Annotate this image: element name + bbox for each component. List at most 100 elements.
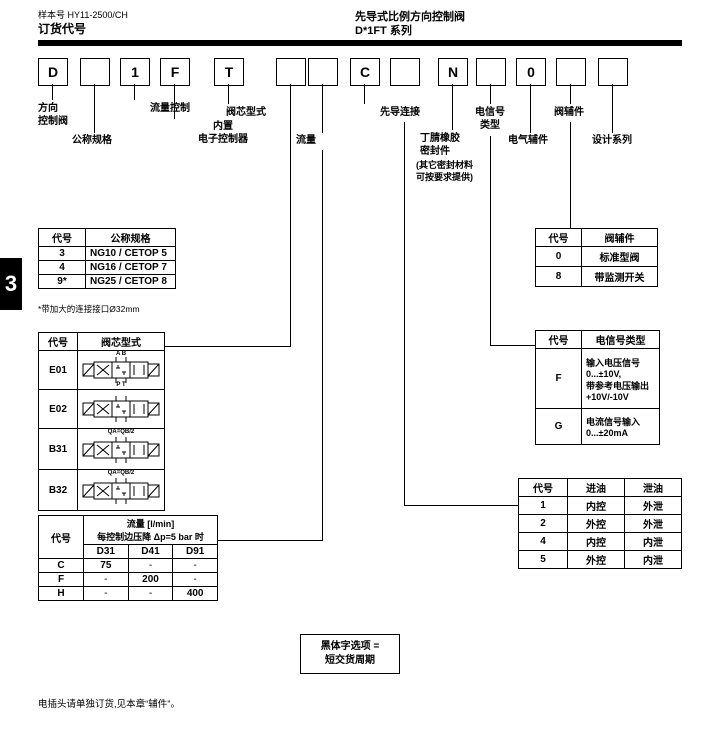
code-box-13 <box>556 58 586 86</box>
column-header: 代号 <box>38 332 78 351</box>
spool-symbol <box>82 395 160 423</box>
column-header: 电信号类型 <box>581 330 660 349</box>
pilot-connection-table: 代号 进油 泄油 1 内控 外泄 2 外控 外泄 4 内控 内泄 5 外控 内泄 <box>518 478 682 569</box>
footer-note: 电插头请单独订货,见本章“辅件”。 <box>38 699 180 710</box>
code-box-5: T <box>214 58 244 86</box>
code-box-9 <box>390 58 420 86</box>
column-header: 公称规格 <box>85 228 176 247</box>
table-row: 4 NG16 / CETOP 7 <box>38 260 176 275</box>
leader-line <box>530 84 531 133</box>
spool-symbol <box>82 356 160 384</box>
table-row: E02 <box>38 389 165 429</box>
catalog-number: 样本号 HY11-2500/CH <box>38 10 128 20</box>
column-header: 代号 <box>38 515 84 559</box>
leader-line <box>570 122 571 229</box>
column-header: 代号 <box>535 228 582 247</box>
note-line: 黑体字选项 = <box>320 641 380 652</box>
table-row: 0 标准型阀 <box>535 246 658 267</box>
column-header: D91 <box>172 544 218 559</box>
flow-table: 代号 流量 [l/min] 每控制边压降 Δp=5 bar 时 D31 D41 … <box>38 515 218 601</box>
column-header: 阀芯型式 <box>77 332 165 351</box>
column-header: 代号 <box>518 478 568 497</box>
label-seals-alternative: (其它密封材料 可按要求提供) <box>416 160 473 182</box>
column-header: D31 <box>83 544 129 559</box>
code-box-12: 0 <box>516 58 546 86</box>
leader-line <box>322 150 323 541</box>
leader-line <box>490 345 535 346</box>
product-title: 先导式比例方向控制阀 <box>355 11 465 23</box>
code-box-7 <box>308 58 338 86</box>
table-row: C 75 - - <box>38 558 218 573</box>
code-box-6 <box>276 58 306 86</box>
leader-line <box>404 505 518 506</box>
table-row: B32 QA=QB/2 <box>38 469 165 511</box>
leader-line <box>165 346 291 347</box>
chapter-tab: 3 <box>0 258 22 310</box>
code-box-8: C <box>350 58 380 86</box>
table-row: F 输入电压信号 0...±10V, 带参考电压输出 +10V/-10V <box>535 348 660 409</box>
column-header: 进油 <box>567 478 625 497</box>
leader-line <box>218 540 323 541</box>
label-directional-valve: 方向 控制阀 <box>38 103 68 127</box>
label-flow-control: 流量控制 <box>150 103 190 114</box>
spool-symbol <box>82 436 160 464</box>
table-row: 9* NG25 / CETOP 8 <box>38 274 176 289</box>
leader-line <box>490 136 491 346</box>
column-header: 泄油 <box>624 478 682 497</box>
leader-line <box>322 84 323 133</box>
series-title: D*1FT 系列 <box>355 25 412 37</box>
code-box-4: F <box>160 58 190 86</box>
leader-line <box>490 84 491 104</box>
table-row: 2 外控 外泄 <box>518 514 682 533</box>
signal-type-table: 代号 电信号类型 F 输入电压信号 0...±10V, 带参考电压输出 +10V… <box>535 330 660 445</box>
table-row: 1 内控 外泄 <box>518 496 682 515</box>
valve-accessory-table: 代号 阀辅件 0 标准型阀 8 带监测开关 <box>535 228 658 287</box>
column-header: 阀辅件 <box>581 228 658 247</box>
leader-line <box>94 84 95 133</box>
port-labels: A B <box>115 351 127 357</box>
leader-line <box>404 122 405 506</box>
label-valve-accessories: 阀辅件 <box>554 107 584 118</box>
label-signal-type: 电信号 类型 <box>475 107 505 131</box>
leader-line <box>290 84 291 347</box>
code-box-3: 1 <box>120 58 150 86</box>
table-row: B31 QA=QB/2 <box>38 428 165 470</box>
leader-line <box>134 84 135 100</box>
nominal-size-table: 代号 公称规格 3 NG10 / CETOP 5 4 NG16 / CETOP … <box>38 228 176 289</box>
code-box-1: D <box>38 58 68 86</box>
label-design-series: 设计系列 <box>592 135 632 146</box>
code-box-14 <box>598 58 628 86</box>
size-footnote: *带加大的连接接口Ø32mm <box>38 304 140 314</box>
flow-ratio-note: QA=QB/2 <box>107 429 135 435</box>
table-row: F - 200 - <box>38 572 218 587</box>
bold-option-note: 黑体字选项 = 短交货周期 <box>300 634 400 674</box>
code-box-11 <box>476 58 506 86</box>
label-onboard-electronics: 内置 电子控制器 <box>198 121 248 145</box>
leader-line <box>228 84 229 104</box>
leader-line <box>364 84 365 104</box>
table-row: 4 内控 内泄 <box>518 532 682 551</box>
column-header: D41 <box>127 544 174 559</box>
label-seals: 丁腈橡胶 密封件 <box>420 133 460 157</box>
label-spool-type: 阀芯型式 <box>226 107 266 118</box>
spool-symbol <box>82 477 160 505</box>
label-flow: 流量 <box>296 135 316 146</box>
header-rule <box>38 40 682 46</box>
leader-line <box>570 84 571 104</box>
leader-line <box>52 84 53 100</box>
table-row: E01 A B P T <box>38 350 165 390</box>
spool-type-table: 代号 阀芯型式 E01 A B P T E02 B31 QA=QB/2 <box>38 332 165 511</box>
port-labels: P T <box>116 382 126 388</box>
page-title: 订货代号 <box>38 22 87 36</box>
note-line: 短交货周期 <box>325 655 375 666</box>
leader-line <box>452 84 453 130</box>
leader-line <box>612 84 613 133</box>
flow-table-title: 流量 [l/min] 每控制边压降 Δp=5 bar 时 <box>83 515 218 545</box>
label-nominal-size: 公称规格 <box>72 135 112 146</box>
table-row: G 电流信号输入 0...±20mA <box>535 408 660 445</box>
label-electrical-accessories: 电气辅件 <box>508 135 548 146</box>
label-pilot-connection: 先导连接 <box>380 107 420 118</box>
column-header: 代号 <box>38 228 86 247</box>
table-row: 3 NG10 / CETOP 5 <box>38 246 176 261</box>
